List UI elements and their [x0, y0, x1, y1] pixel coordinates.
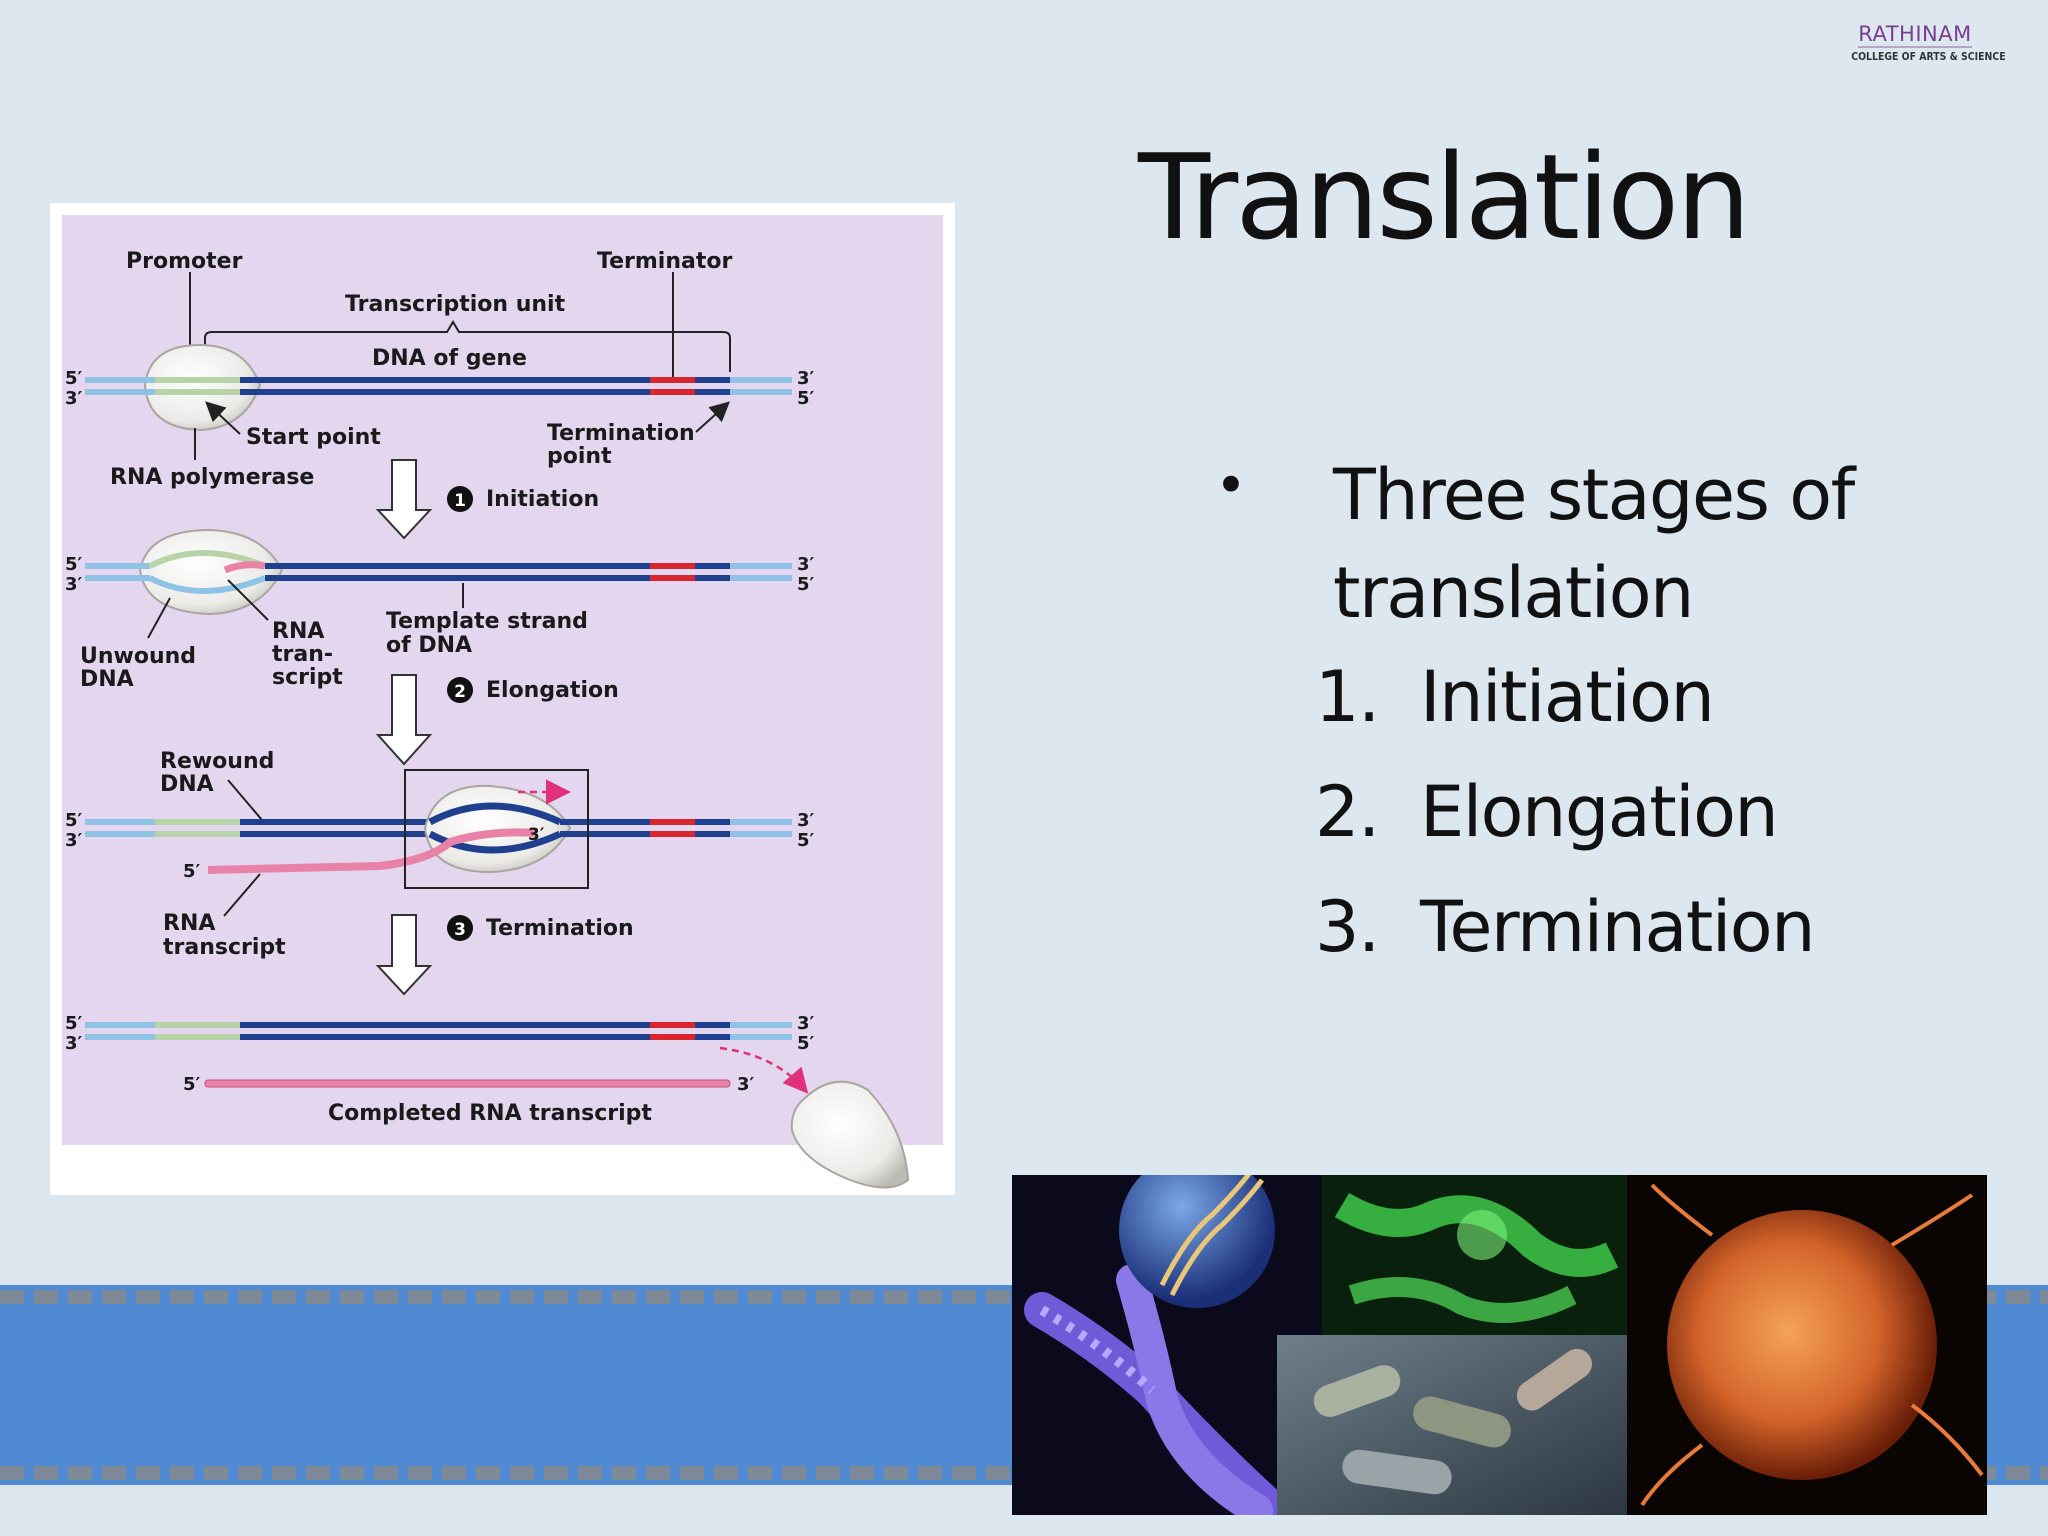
- green-cells-panel: [1322, 1175, 1627, 1335]
- completed-rna-label: Completed RNA transcript: [328, 1101, 652, 1126]
- stage-item-2: 2. Elongation: [1315, 771, 1779, 853]
- unwound-pointer: [147, 597, 171, 639]
- rna-polymerase-label: RNA polymerase: [110, 465, 314, 490]
- bullet-text: Three stages of translation: [1333, 454, 1855, 634]
- rewound-pointer: [227, 779, 263, 821]
- five-prime-label: 5′: [797, 1033, 815, 1054]
- stage-number: 1.: [1315, 656, 1380, 738]
- step-number-badge: [447, 486, 473, 512]
- five-prime-label: 5′: [65, 554, 83, 575]
- step-number: 3: [454, 920, 466, 940]
- three-prime-label: 3′: [65, 388, 83, 409]
- transcription-diagram: Promoter Terminator Transcription unit D…: [65, 249, 910, 1189]
- stage-number: 3.: [1315, 886, 1380, 968]
- dna-helix-panel: [1119, 1175, 1275, 1308]
- dna-strand-row-4: [85, 1022, 910, 1189]
- rna-tran-label-3: script: [272, 665, 343, 690]
- five-prime-label: 5′: [65, 810, 83, 831]
- step-number-badge: [447, 915, 473, 941]
- termination-point-label: Termination: [547, 421, 695, 446]
- three-prime-label: 3′: [797, 1013, 815, 1034]
- logo-name: RATHINAM: [1858, 22, 1972, 48]
- dna-strand-row-2: [85, 528, 792, 616]
- rna-transcript-label-2: transcript: [163, 935, 286, 960]
- bacteria-panel: [1277, 1335, 1627, 1515]
- step-number: 2: [454, 682, 466, 702]
- three-prime-label: 3′: [65, 1033, 83, 1054]
- step-number: 1: [454, 491, 466, 511]
- five-prime-label: 5′: [65, 368, 83, 389]
- rewound-dna-label-2: DNA: [160, 772, 214, 797]
- stage-label: Termination: [1420, 886, 1815, 968]
- five-prime-label: 5′: [183, 1074, 201, 1095]
- five-prime-label: 5′: [797, 388, 815, 409]
- college-logo: RATHINAM COLLEGE OF ARTS & SCIENCE: [1840, 22, 2006, 63]
- rna-polymerase-shape: [143, 343, 262, 432]
- termination-point-arrow: [695, 401, 730, 433]
- start-point-label: Start point: [246, 425, 381, 450]
- three-prime-label: 3′: [737, 1074, 755, 1095]
- slide-title: Translation: [1138, 128, 1751, 266]
- dna-strand-row-3: [85, 769, 792, 889]
- rna-transcript-label: RNA: [163, 911, 215, 936]
- stage-label: Elongation: [1420, 771, 1779, 853]
- step-termination-label: Termination: [486, 916, 634, 941]
- start-point-arrow: [205, 401, 241, 435]
- template-strand-label: Template strand: [386, 609, 588, 634]
- stage-item-3: 3. Termination: [1315, 886, 1815, 968]
- promoter-label: Promoter: [126, 249, 243, 274]
- rewound-dna-label: Rewound: [160, 749, 274, 774]
- down-arrow-icon: [375, 914, 433, 996]
- terminator-label: Terminator: [597, 249, 732, 274]
- five-prime-label: 5′: [797, 574, 815, 595]
- three-prime-label: 3′: [797, 368, 815, 389]
- three-prime-label: 3′: [65, 574, 83, 595]
- five-prime-label: 5′: [797, 830, 815, 851]
- step-number-badge: [447, 677, 473, 703]
- three-prime-label: 3′: [797, 810, 815, 831]
- rna-tran-label: RNA: [272, 619, 324, 644]
- three-prime-label: 3′: [528, 825, 545, 845]
- down-arrow-icon: [375, 674, 433, 766]
- orange-cell-panel: [1627, 1175, 1987, 1515]
- bullet-icon: •: [1215, 454, 1247, 517]
- down-arrow-icon: [375, 459, 433, 540]
- microbiology-collage-image: [1012, 1175, 1987, 1515]
- unwound-dna-label: Unwound: [80, 644, 196, 669]
- rna-tran-label-2: tran-: [272, 642, 333, 667]
- dna-of-gene-label: DNA of gene: [372, 346, 527, 371]
- logo-subtitle: COLLEGE OF ARTS & SCIENCE: [1851, 50, 2006, 63]
- transcription-unit-label: Transcription unit: [345, 292, 566, 317]
- unwound-dna-label-2: DNA: [80, 667, 134, 692]
- step-elongation-label: Elongation: [486, 678, 619, 703]
- transcription-unit-bracket: [204, 320, 731, 372]
- step-initiation-label: Initiation: [486, 487, 599, 512]
- five-prime-label: 5′: [183, 861, 201, 882]
- three-prime-label: 3′: [797, 554, 815, 575]
- stage-label: Initiation: [1420, 656, 1715, 738]
- termination-point-label-2: point: [547, 444, 612, 469]
- rna-transcript-pointer: [223, 873, 261, 917]
- stage-item-1: 1. Initiation: [1315, 656, 1715, 738]
- three-prime-label: 3′: [65, 830, 83, 851]
- dna-strand-row-1: [85, 343, 792, 432]
- five-prime-label: 5′: [65, 1013, 83, 1034]
- template-strand-label-2: of DNA: [386, 633, 472, 658]
- stage-number: 2.: [1315, 771, 1380, 853]
- rna-transcript-pointer: [227, 579, 269, 621]
